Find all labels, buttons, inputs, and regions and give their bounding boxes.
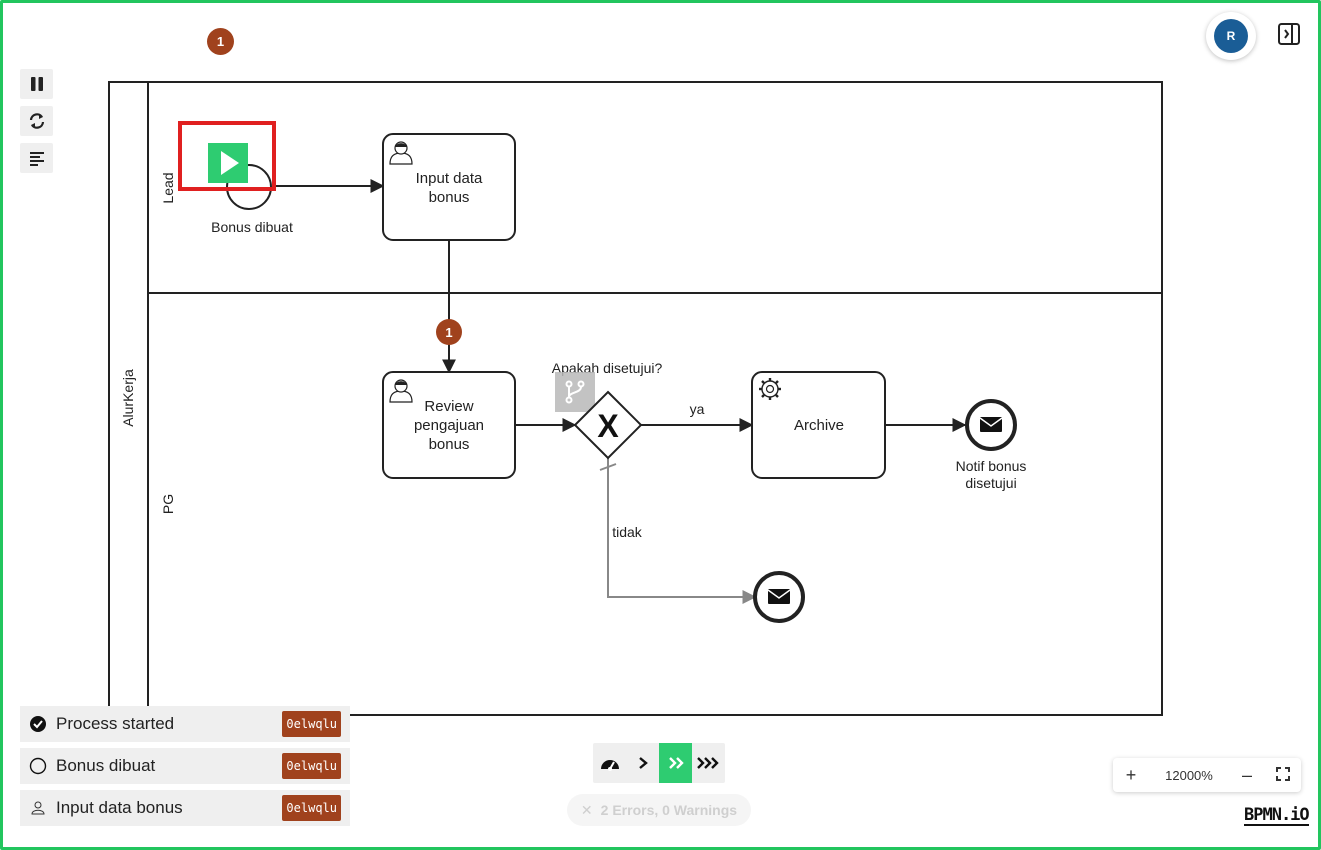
gateway-fork-button[interactable] — [555, 372, 595, 412]
avatar-initial: R — [1214, 19, 1248, 53]
speed-slow-button[interactable] — [626, 743, 659, 783]
task-review-pengajuan-bonus[interactable]: Review pengajuan bonus — [382, 371, 516, 479]
zoom-in-button[interactable]: + — [1125, 764, 1137, 785]
exclusive-gateway[interactable]: Apakah disetujui? X — [552, 360, 663, 460]
sidebar-panel-icon — [1278, 23, 1300, 45]
speed-control[interactable] — [593, 743, 725, 783]
log-entry-id: 0elwqlu — [282, 711, 341, 737]
zoom-out-button[interactable]: – — [1241, 764, 1252, 785]
envelope-icon — [979, 417, 1003, 432]
svg-text:1: 1 — [445, 325, 452, 340]
user-task-icon — [389, 141, 413, 165]
double-chevron-right-icon — [668, 757, 684, 769]
pool[interactable]: AlurKerja Lead PG — [108, 81, 1163, 716]
toggle-log-button[interactable] — [20, 143, 53, 173]
sequence-flows[interactable]: ya tidak — [275, 179, 967, 604]
end-event-approved[interactable]: Notif bonus disetujui — [956, 399, 1027, 491]
end-event-rejected[interactable] — [753, 571, 805, 623]
envelope-icon — [767, 589, 791, 604]
fit-viewport-button[interactable] — [1265, 765, 1301, 786]
log-entry-id: 0elwqlu — [282, 753, 341, 779]
user-task-icon — [389, 379, 413, 403]
token-badge: 1 — [436, 319, 462, 345]
start-event[interactable]: Bonus dibuat — [178, 121, 293, 235]
task-input-label-2: bonus — [429, 189, 470, 206]
lint-status-text: 2 Errors, 0 Warnings — [600, 802, 738, 818]
log-entry-id: 0elwqlu — [282, 795, 341, 821]
task-review-label-2: pengajuan — [414, 417, 484, 434]
gateway-marker: X — [597, 408, 619, 444]
log-entry-label: Input data bonus — [56, 798, 183, 817]
speedometer-icon[interactable] — [593, 743, 626, 783]
zoom-control: + 12000% – — [1113, 758, 1301, 792]
gear-icon — [759, 378, 781, 400]
pause-button[interactable] — [20, 69, 53, 99]
log-entry[interactable]: Input data bonus 0elwqlu — [20, 790, 350, 826]
check-circle-icon — [20, 715, 56, 733]
flow-yes-label: ya — [690, 401, 705, 417]
token-count-badge: 1 — [207, 28, 234, 55]
lane-pg-label: PG — [160, 494, 176, 514]
pause-icon — [30, 77, 43, 91]
selection-highlight — [178, 121, 276, 191]
flow-no-label: tidak — [612, 524, 643, 540]
circle-icon — [20, 757, 56, 775]
task-archive[interactable]: Archive — [751, 371, 886, 479]
speed-fast-button[interactable] — [659, 743, 692, 783]
start-event-label: Bonus dibuat — [211, 219, 293, 235]
user-icon — [20, 801, 56, 815]
toggle-panel-button[interactable] — [1277, 22, 1301, 46]
task-review-label-1: Review — [424, 398, 473, 415]
log-entry[interactable]: Bonus dibuat 0elwqlu — [20, 748, 350, 784]
play-icon — [221, 151, 239, 175]
triple-chevron-right-icon — [696, 757, 719, 769]
task-review-label-3: bonus — [429, 436, 470, 453]
close-icon: ✕ — [580, 801, 593, 818]
reset-button[interactable] — [20, 106, 53, 136]
chevron-right-icon — [638, 757, 648, 769]
lint-status[interactable]: ✕ 2 Errors, 0 Warnings — [567, 794, 751, 826]
fullscreen-icon — [1276, 766, 1290, 781]
task-archive-label: Archive — [794, 417, 844, 434]
log-entry[interactable]: Process started 0elwqlu — [20, 706, 350, 742]
bpmn-io-logo[interactable]: BPMN.iO — [1244, 805, 1310, 826]
end-event-label-1: Notif bonus — [956, 458, 1027, 474]
task-input-label-1: Input data — [416, 170, 483, 187]
branch-icon — [565, 380, 585, 404]
log-entry-label: Process started — [56, 714, 175, 733]
refresh-icon — [29, 113, 44, 129]
log-lines-icon — [29, 152, 44, 166]
lane-lead-label: Lead — [160, 172, 176, 203]
speed-fastest-button[interactable] — [692, 743, 725, 783]
pool-name: AlurKerja — [120, 369, 136, 427]
log-entry-label: Bonus dibuat — [56, 756, 156, 775]
end-event-label-2: disetujui — [965, 475, 1016, 491]
user-avatar[interactable]: R — [1206, 12, 1256, 60]
zoom-level[interactable]: 12000% — [1165, 767, 1213, 783]
play-button[interactable] — [208, 143, 248, 183]
task-input-data-bonus[interactable]: Input data bonus — [382, 133, 516, 241]
